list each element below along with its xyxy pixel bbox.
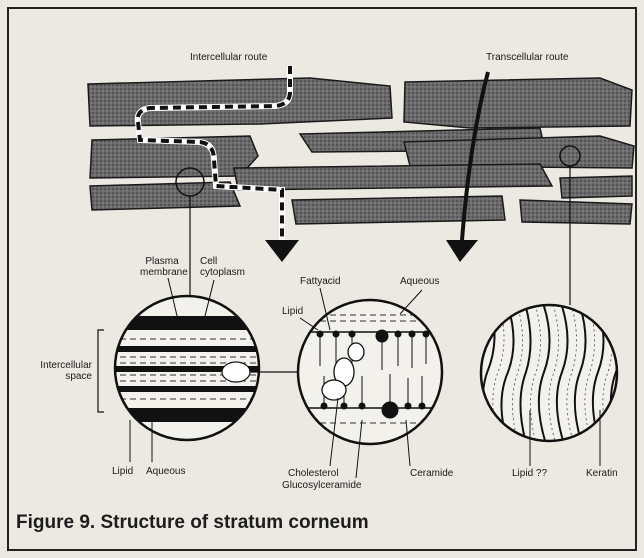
cell-cytoplasm-label: Cell cytoplasm <box>200 256 245 278</box>
corneocyte <box>292 196 505 224</box>
ceramide-label: Ceramide <box>410 468 453 479</box>
corneocyte <box>404 136 634 168</box>
intercellular-space-bracket <box>98 330 104 412</box>
aqueous-mid-label: Aqueous <box>400 276 439 287</box>
corneocyte-layers <box>88 78 634 224</box>
left-magnified-view <box>110 290 270 450</box>
glucosylceramide-label: Glucosylceramide <box>282 480 361 491</box>
cholesterol-label: Cholesterol <box>288 468 339 479</box>
corneocyte <box>560 176 632 198</box>
lipid-left-label: Lipid <box>112 466 133 477</box>
plasma-membrane-label-line2: membrane <box>140 267 184 278</box>
corneocyte <box>234 164 552 190</box>
keratin-label: Keratin <box>586 468 618 479</box>
intercellular-space-label-line2: space <box>24 371 92 382</box>
intercellular-route-label: Intercellular route <box>190 52 267 63</box>
plasma-membrane-label: Plasma membrane <box>140 256 184 278</box>
cell-cytoplasm-label-line2: cytoplasm <box>200 267 245 278</box>
right-magnified-view <box>476 300 626 450</box>
transcellular-arrow-head <box>446 240 478 262</box>
intercellular-space-label-line1: Intercellular <box>24 360 92 371</box>
transcellular-route-label: Transcellular route <box>486 52 568 63</box>
lipid-mid-label: Lipid <box>282 306 303 317</box>
corneocyte <box>88 78 392 126</box>
lipid-right-label: Lipid ?? <box>512 468 547 479</box>
fatty-acid-label: Fattyacid <box>300 276 341 287</box>
aqueous-left-label: Aqueous <box>146 466 185 477</box>
plasma-membrane-label-line1: Plasma <box>140 256 184 267</box>
cell-cytoplasm-label-line1: Cell <box>200 256 245 267</box>
corneocyte <box>520 200 632 224</box>
aqueous-mid-pointer <box>400 290 422 314</box>
intercellular-arrow-head <box>265 240 299 262</box>
intercellular-space-label: Intercellular space <box>24 360 92 382</box>
corneocyte <box>404 78 632 128</box>
figure-caption: Figure 9. Structure of stratum corneum <box>16 512 369 534</box>
